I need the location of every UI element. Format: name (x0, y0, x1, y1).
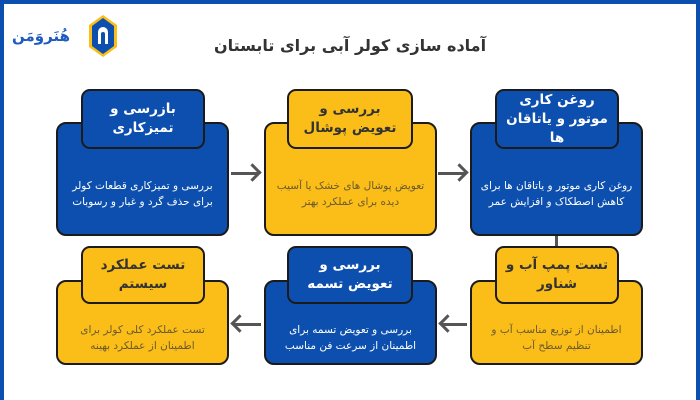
arrow-right-icon (231, 172, 259, 175)
connector-line (555, 236, 558, 248)
arrow-left-icon (441, 323, 467, 326)
step-title: بررسی و تعویض پوشال (287, 89, 413, 149)
logo-wrench-icon (89, 15, 117, 57)
logo-text: هُنَروَمَن (12, 27, 70, 45)
arrow-right-icon (438, 172, 466, 175)
step-title: تست پمپ آب و شناور (495, 246, 619, 304)
step-title: روغن کاری موتور و یاتاقان ها (495, 89, 619, 149)
logo: هُنَروَمَن (10, 12, 120, 62)
page-title: آماده سازی کولر آبی برای تابستان (213, 36, 487, 55)
step-title: بازرسی و تمیزکاری (81, 89, 205, 149)
step-title: تست عملکرد سیستم (81, 246, 205, 304)
arrow-left-icon (233, 323, 261, 326)
step-title: بررسی و تعویض تسمه (287, 246, 413, 304)
